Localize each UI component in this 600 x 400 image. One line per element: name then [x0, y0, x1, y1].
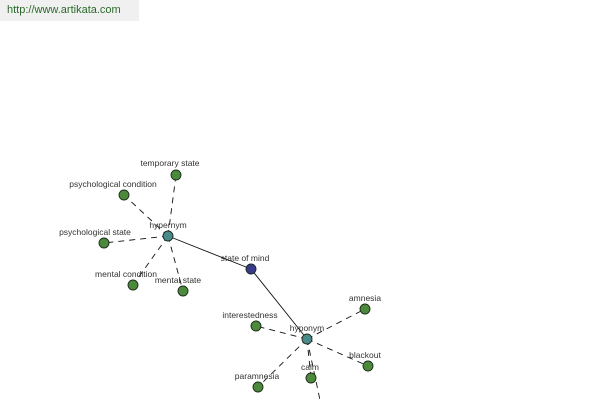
center-state-of-mind-node[interactable]: [245, 263, 257, 275]
edge-hyponym-blackout: [306, 338, 369, 367]
leaf-calm-label[interactable]: calm: [301, 362, 319, 372]
leaf-psychological-state-node[interactable]: [98, 237, 110, 249]
leaf-amnesia-node[interactable]: [359, 303, 371, 315]
leaf-psychological-condition-node[interactable]: [118, 189, 130, 201]
leaf-interestedness-node[interactable]: [250, 320, 262, 332]
nodes-layer: temporary state psychological condition ps…: [59, 158, 381, 393]
leaf-temporary-state-label[interactable]: temporary state: [140, 158, 199, 168]
leaf-interestedness-label[interactable]: interestedness: [222, 310, 277, 320]
edge-hyponym-interestedness: [255, 325, 308, 340]
leaf-temporary-state-node[interactable]: [170, 169, 182, 181]
edge-hyponym-paramnesia: [257, 338, 308, 388]
edge-center-hyponym: [250, 268, 308, 340]
edge-center-hypernym: [167, 235, 252, 270]
leaf-blackout-node[interactable]: [362, 360, 374, 372]
hub-hypernym-node[interactable]: [162, 230, 174, 242]
leaf-paramnesia-label[interactable]: paramnesia: [235, 371, 280, 381]
leaf-mental-condition-label[interactable]: mental condition: [95, 269, 157, 279]
center-state-of-mind-label[interactable]: state of mind: [221, 253, 270, 263]
leaf-amnesia-label[interactable]: amnesia: [349, 293, 381, 303]
edge-hypernym-mental-state: [167, 235, 184, 292]
leaf-psychological-condition-label[interactable]: psychological condition: [69, 179, 157, 189]
hub-hyponym-node[interactable]: [301, 333, 313, 345]
leaf-calm-node[interactable]: [305, 372, 317, 384]
leaf-blackout-label[interactable]: blackout: [349, 350, 381, 360]
edge-hypernym-psychological-state: [103, 235, 169, 244]
leaf-psychological-state-label[interactable]: psychological state: [59, 227, 131, 237]
leaf-paramnesia-node[interactable]: [252, 381, 264, 393]
url-link[interactable]: http://www.artikata.com: [0, 0, 139, 21]
leaf-mental-condition-node[interactable]: [127, 279, 139, 291]
hub-hypernym-label[interactable]: hypernym: [149, 220, 186, 230]
leaf-mental-state-label[interactable]: mental state: [155, 275, 202, 285]
edge-hyponym-calm: [306, 338, 312, 379]
edges-layer: [103, 174, 369, 400]
leaf-mental-state-node[interactable]: [177, 285, 189, 297]
hub-hyponym-label[interactable]: hyponym: [290, 323, 325, 333]
